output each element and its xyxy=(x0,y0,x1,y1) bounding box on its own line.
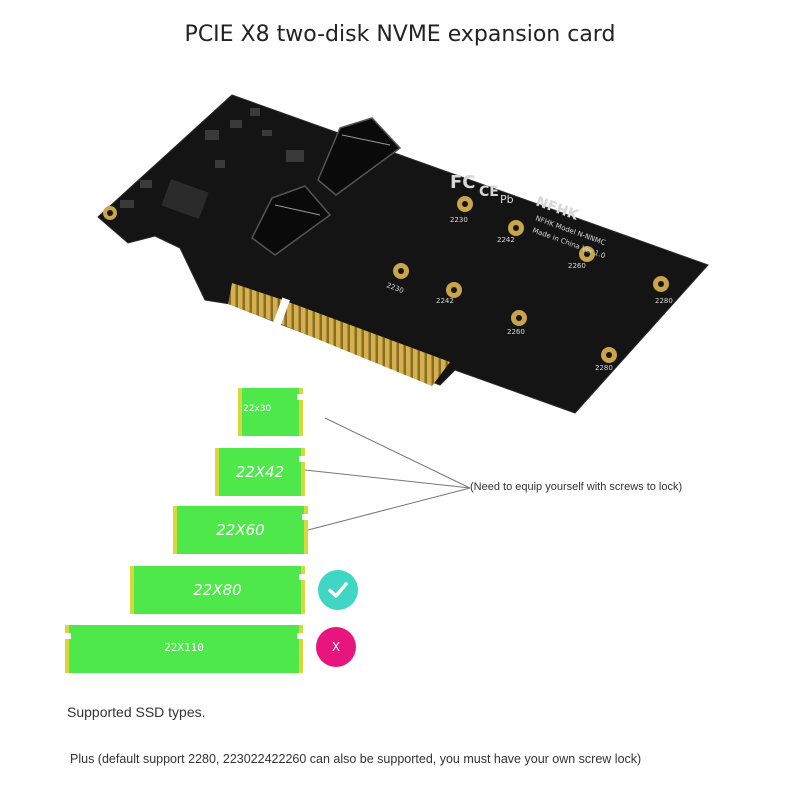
marking-a-2280: 2280 xyxy=(655,297,673,305)
cert-fc: FC xyxy=(450,172,476,193)
screw-note: (Need to equip yourself with screws to l… xyxy=(470,481,683,493)
unsupported-x-badge: X xyxy=(316,627,356,667)
marking-a-2242: 2242 xyxy=(497,236,515,244)
ssd-type-label: 22X80 xyxy=(193,581,242,599)
mounting-holes xyxy=(103,196,669,363)
marking-b-2242: 2242 xyxy=(436,297,454,305)
supported-check-badge xyxy=(318,570,358,610)
marking-b-2260: 2260 xyxy=(507,328,525,336)
ssd-type-label: 22x30 xyxy=(243,404,272,414)
ssd-type-label: 22X110 xyxy=(164,641,204,654)
cert-ce: CE xyxy=(479,184,499,200)
check-icon xyxy=(328,582,348,598)
x-icon: X xyxy=(331,640,341,654)
footnote: Plus (default support 2280, 223022422260… xyxy=(70,752,642,766)
ssd-type-label: 22X42 xyxy=(235,463,285,481)
small-components xyxy=(120,108,304,208)
marking-b-2280: 2280 xyxy=(595,364,613,372)
ssd-type-2230: 22x30 xyxy=(238,388,303,436)
marking-a-2260: 2260 xyxy=(568,262,586,270)
finger-key-gap xyxy=(272,297,290,329)
m2-socket-upper xyxy=(317,117,402,196)
ssd-type-label: 22X60 xyxy=(216,521,265,539)
caption: Supported SSD types. xyxy=(67,704,206,720)
marking-a-2230: 2230 xyxy=(450,216,468,224)
cert-pb: Pb xyxy=(500,193,514,206)
page-title: PCIE X8 two-disk NVME expansion card xyxy=(184,22,616,47)
ssd-type-22110: 22X110 xyxy=(65,625,303,673)
controller-chip xyxy=(161,179,209,219)
ssd-type-2260: 22X60 xyxy=(173,506,308,554)
ssd-type-2280: 22X80 xyxy=(130,566,305,614)
ssd-type-2242: 22X42 xyxy=(215,448,305,496)
m2-socket-lower xyxy=(251,185,332,256)
